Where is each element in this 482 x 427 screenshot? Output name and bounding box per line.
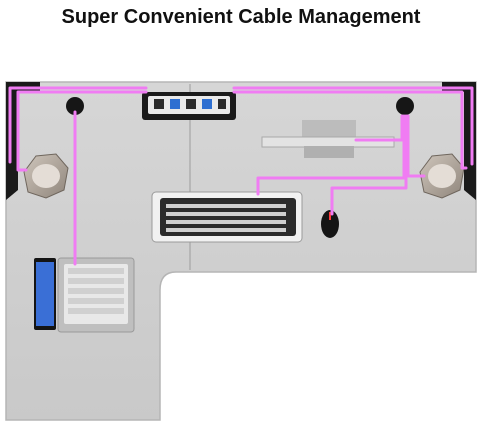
keyboard-icon xyxy=(151,191,303,243)
left-corner-bracket xyxy=(6,82,40,200)
cable-icon xyxy=(8,86,474,266)
laptop-icon xyxy=(34,257,135,333)
power-strip-icon xyxy=(142,92,236,120)
image-title: Super Convenient Cable Management xyxy=(61,5,421,28)
mouse-icon xyxy=(321,210,339,238)
left-chair xyxy=(23,153,69,199)
grommet-icon xyxy=(66,97,84,115)
right-chair xyxy=(419,153,465,199)
right-corner-bracket xyxy=(442,82,476,200)
l-shaped-desk xyxy=(5,81,477,421)
monitor-icon xyxy=(261,120,395,158)
grommet-icon xyxy=(396,97,414,115)
